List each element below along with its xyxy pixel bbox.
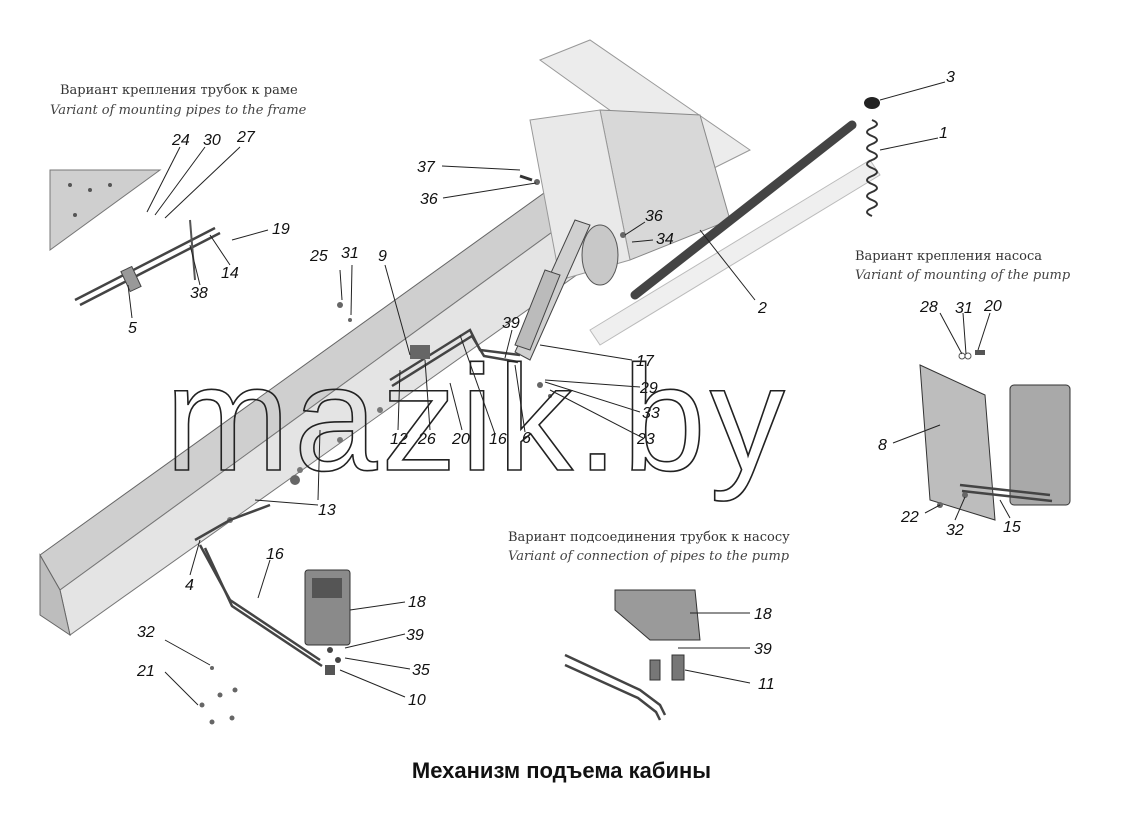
- callout-label: 18: [408, 594, 426, 611]
- callout-label: 8: [878, 437, 887, 454]
- callout-label: 9: [378, 248, 387, 265]
- callout-numbers: 3 1 2 37 36 36 34 24 30 27 19 14 38 5 25…: [128, 69, 1021, 709]
- callout-label: 3: [946, 69, 955, 86]
- torsion-bar: [630, 120, 857, 300]
- callout-label: 35: [412, 662, 430, 679]
- callout-label: 30: [203, 132, 221, 149]
- spring-cap: [864, 97, 880, 109]
- callout-label: 16: [489, 431, 507, 448]
- page-title: Механизм подъема кабины: [411, 758, 712, 783]
- callout-label: 19: [272, 221, 290, 238]
- callout-label: 16: [266, 546, 284, 563]
- callout-label: 25: [309, 248, 328, 265]
- callout-label: 29: [639, 380, 658, 397]
- callout-label: 31: [341, 245, 359, 262]
- callout-label: 33: [642, 405, 660, 422]
- callout-label: 23: [636, 431, 655, 448]
- callout-label: 1: [939, 125, 948, 142]
- callout-label: 12: [390, 431, 408, 448]
- lift-cylinder: [514, 219, 619, 361]
- caption-connection-en: Variant of connection of pipes to the pu…: [508, 549, 790, 564]
- callout-label: 6: [522, 430, 531, 447]
- caption-pump-en: Variant of mounting of the pump: [855, 268, 1071, 283]
- hardware: [199, 174, 968, 725]
- callout-label: 36: [420, 191, 438, 208]
- callout-label: 32: [137, 624, 155, 641]
- callout-label: 21: [136, 663, 155, 680]
- callout-label: 13: [318, 502, 336, 519]
- cross-member: [529, 39, 751, 281]
- callout-label: 20: [983, 298, 1002, 315]
- callout-label: 5: [128, 320, 137, 337]
- torsion-bar-shadow: [589, 159, 881, 346]
- watermark-text: mazik.by: [165, 334, 789, 502]
- callout-label: 39: [406, 627, 424, 644]
- callout-label: 31: [955, 300, 973, 317]
- callout-label: 18: [754, 606, 772, 623]
- callout-label: 14: [221, 265, 239, 282]
- callout-label: 4: [185, 577, 194, 594]
- spring: [866, 119, 878, 217]
- caption-frame-en: Variant of mounting pipes to the frame: [50, 103, 307, 118]
- callout-label: 27: [236, 129, 256, 146]
- callout-label: 34: [656, 231, 674, 248]
- callout-label: 39: [754, 641, 772, 658]
- callout-label: 20: [451, 431, 470, 448]
- callout-label: 10: [408, 692, 426, 709]
- callout-label: 38: [190, 285, 208, 302]
- caption-pump-ru: Вариант крепления насоса: [855, 249, 1043, 264]
- leader-lines: [127, 81, 1011, 706]
- caption-connection-ru: Вариант подсоединения трубок к насосу: [508, 530, 790, 545]
- callout-label: 24: [171, 132, 190, 149]
- callout-label: 17: [636, 353, 655, 370]
- connection-inset: [564, 589, 701, 721]
- callout-label: 2: [757, 300, 767, 317]
- callout-label: 37: [417, 159, 436, 176]
- callout-label: 39: [502, 315, 520, 332]
- frame-inset: [49, 169, 221, 307]
- callout-label: 32: [946, 522, 964, 539]
- callout-label: 22: [900, 509, 919, 526]
- callout-label: 28: [919, 299, 938, 316]
- pump-main: [304, 569, 351, 675]
- callout-label: 36: [645, 208, 663, 225]
- callout-label: 26: [417, 431, 436, 448]
- caption-frame-ru: Вариант крепления трубок к раме: [60, 83, 298, 98]
- pump-mount-inset: [919, 350, 1071, 521]
- callout-label: 11: [758, 676, 775, 693]
- callout-label: 15: [1003, 519, 1021, 536]
